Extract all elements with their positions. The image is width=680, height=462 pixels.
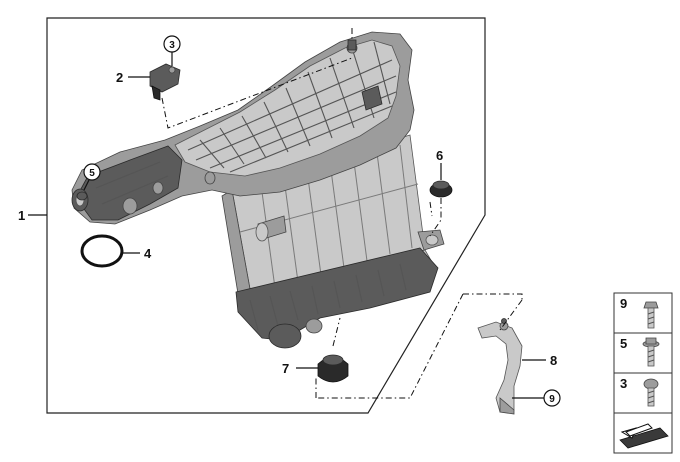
legend-label-5: 5	[620, 336, 627, 351]
callout-2: 2	[116, 70, 123, 85]
svg-text:5: 5	[89, 168, 95, 179]
o-ring	[80, 234, 124, 268]
callout-5: 5	[83, 163, 101, 181]
legend-label-3: 3	[620, 376, 627, 391]
mounting-bracket	[477, 318, 523, 415]
arrow-sheet-icon	[619, 423, 669, 449]
rubber-grommet-upper	[429, 180, 453, 198]
small-parts-legend: 9 5 3	[613, 292, 673, 454]
callout-6: 6	[436, 148, 443, 163]
bolt-washer-icon	[642, 337, 660, 367]
callout-8: 8	[550, 353, 557, 368]
svg-text:9: 9	[549, 394, 555, 405]
charge-air-cooler	[221, 134, 445, 349]
assembly-frame	[46, 17, 486, 414]
svg-text:3: 3	[169, 40, 175, 51]
callout-9: 9	[543, 389, 561, 407]
callout-1: 1	[18, 208, 25, 223]
rubber-grommet-lower	[317, 354, 349, 383]
callout-4: 4	[144, 246, 152, 261]
bolt-flange-icon	[643, 301, 659, 329]
manifold-screw	[76, 191, 88, 201]
screw-round-head-icon	[643, 378, 659, 407]
callout-3: 3	[163, 35, 181, 53]
leader-lines	[28, 52, 546, 399]
assembly-lines	[161, 28, 523, 399]
callout-7: 7	[282, 361, 289, 376]
legend-label-9: 9	[620, 296, 627, 311]
pressure-sensor	[149, 63, 181, 101]
